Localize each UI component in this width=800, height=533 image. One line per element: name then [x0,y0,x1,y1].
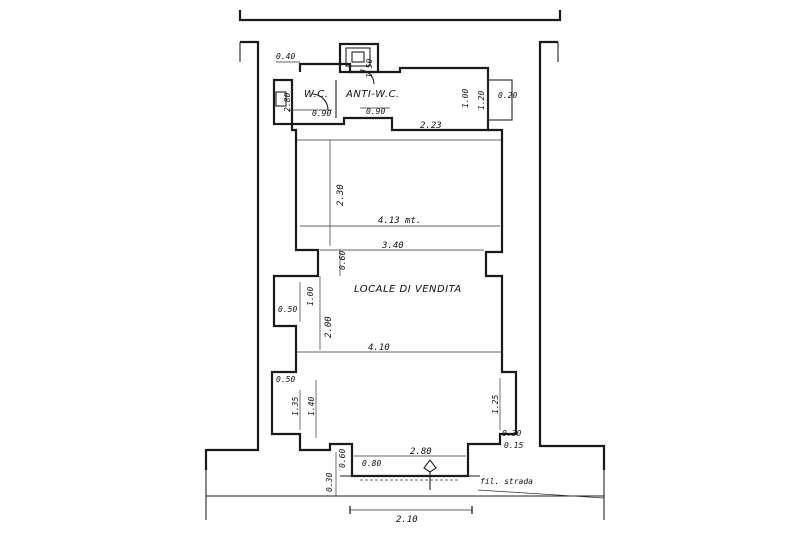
dim-200: 2.00 [324,316,334,338]
room-label-sales-area: LOCALE DI VENDITA [354,284,462,295]
room-label-wc: W.C. [304,89,328,100]
dim-410: 4.10 [368,343,390,353]
wc-fixture [275,91,287,107]
dim-125: 1.25 [491,395,500,414]
dim-100-niche: 1.00 [306,287,315,306]
dim-223: 2.23 [420,121,442,131]
dim-020-right: 0.20 [498,91,517,100]
dim-030-bottom: 0.30 [325,473,334,492]
dim-210: 2.10 [396,515,418,525]
dim-090-wc: 0.90 [312,109,331,118]
dimension-labels: 0.40 1.50 2.80 0.90 0.90 1.00 1.20 0.20 … [276,52,523,525]
dim-140: 1.40 [307,397,316,416]
door-swing-anti-wc [359,69,375,85]
room-labels: W.C. ANTI-W.C. LOCALE DI VENDITA fil. st… [304,89,533,486]
dim-100-right: 1.00 [461,89,470,108]
shop-outline [270,124,518,497]
dim-230: 2.30 [336,184,346,206]
street-line-label: fil. strada [480,477,533,486]
wc-block [272,42,513,132]
room-label-anti-wc: ANTI-W.C. [345,89,400,100]
dim-120-right: 1.20 [477,91,486,110]
dim-090-anti: 0.90 [366,107,385,116]
dim-150-stair: 1.50 [365,59,374,78]
dim-340: 3.40 [381,241,404,251]
right-niche [487,79,513,121]
dim-280-entrance: 2.80 [410,447,432,457]
dim-040-top: 0.40 [276,52,295,61]
door-swing-wc [311,93,329,111]
dim-280-left: 2.80 [283,93,292,112]
dimension-lines [276,61,605,514]
dim-060-bottom: 0.60 [338,449,347,468]
dim-050-niche2: 0.50 [276,375,295,384]
dim-050-niche1: 0.50 [278,305,297,314]
wc-niche [272,78,294,126]
adjacent-walls [204,10,606,520]
entrance-arrow-icon [423,459,437,473]
dim-413: 4.13 mt. [378,216,421,226]
stair-block [338,42,380,74]
dim-060: 0.60 [338,251,347,270]
dim-030: 0.30 [502,429,521,438]
dim-080: 0.80 [362,459,381,468]
dim-015: 0.15 [504,441,523,450]
dim-135: 1.35 [291,397,300,416]
